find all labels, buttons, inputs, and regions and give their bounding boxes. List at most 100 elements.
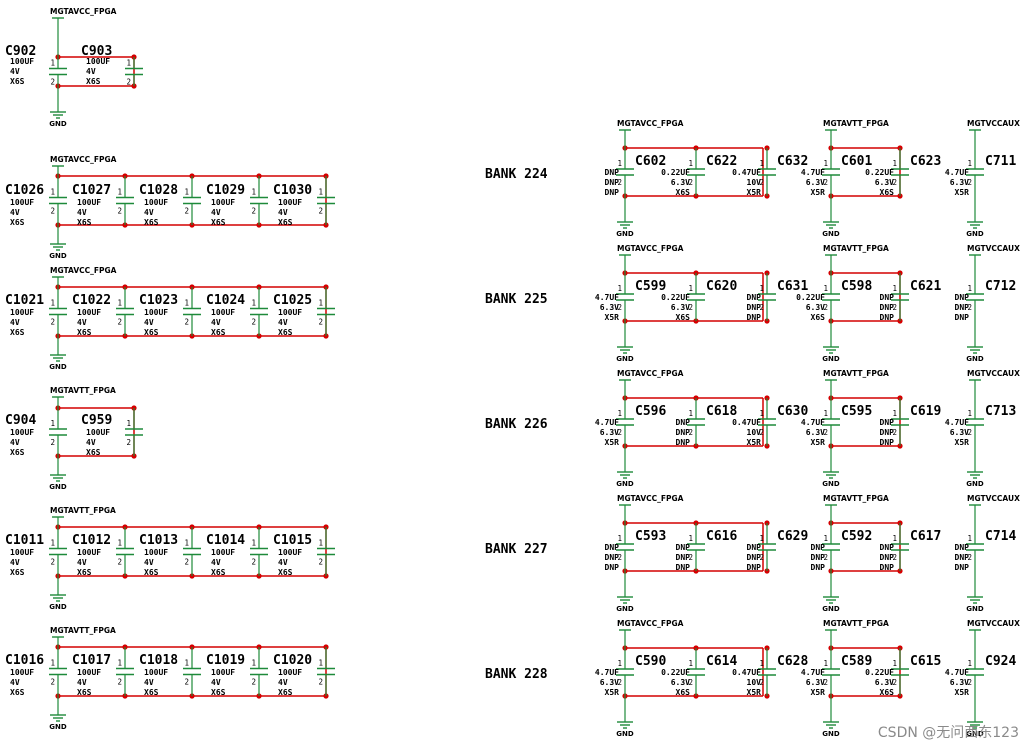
pin-number: 2 (759, 178, 764, 187)
capacitor-value: X6S (144, 328, 159, 337)
pin-number: 2 (967, 678, 972, 687)
capacitor-value: 10V (747, 178, 762, 187)
capacitor-ref: C628 (777, 654, 808, 669)
capacitor-value: DNP (880, 553, 895, 562)
pin-number: 2 (126, 78, 131, 87)
pin-number: 2 (617, 678, 622, 687)
pin-number: 2 (117, 207, 122, 216)
pin-number: 1 (617, 534, 622, 543)
capacitor-value: 100UF (278, 548, 302, 557)
capacitor-ref: C602 (635, 154, 666, 169)
pin-number: 1 (50, 188, 55, 197)
pin-number: 2 (318, 678, 323, 687)
capacitor-value: 100UF (77, 308, 101, 317)
pin-number: 2 (892, 428, 897, 437)
capacitor-value: 4V (211, 678, 221, 687)
pin-number: 1 (318, 539, 323, 548)
capacitor-ref: C601 (841, 154, 872, 169)
capacitor-ref: C632 (777, 154, 808, 169)
capacitor-ref: C590 (635, 654, 666, 669)
pin-number: 1 (759, 534, 764, 543)
capacitor-ref: C924 (985, 654, 1016, 669)
capacitor-value: DNP (880, 313, 895, 322)
capacitor-ref: C1023 (139, 293, 178, 308)
wire-layer (55, 54, 903, 699)
capacitor-value: X6S (86, 77, 101, 86)
pin-number: 1 (967, 534, 972, 543)
capacitor-value: X5R (811, 188, 826, 197)
capacitor-value: 10V (747, 428, 762, 437)
capacitor-value: DNP (605, 168, 620, 177)
capacitor-value: 6.3V (950, 178, 969, 187)
capacitor-value: 0.22UF (796, 293, 825, 302)
capacitor-value: X6S (880, 188, 895, 197)
pin-number: 1 (126, 59, 131, 68)
capacitor-value: X6S (144, 568, 159, 577)
capacitor-ref: C714 (985, 529, 1016, 544)
pin-number: 1 (117, 299, 122, 308)
pin-number: 2 (251, 318, 256, 327)
pin-number: 1 (184, 539, 189, 548)
capacitor-value: X5R (605, 688, 620, 697)
capacitor-value: 0.22UF (661, 668, 690, 677)
ground-label: GND (49, 723, 67, 731)
capacitor-value: X6S (77, 218, 92, 227)
capacitor-value: DNP (955, 563, 970, 572)
pin-number: 2 (759, 303, 764, 312)
ground-label: GND (616, 480, 634, 488)
bank-label: BANK 227 (485, 542, 548, 557)
capacitor-value: DNP (880, 303, 895, 312)
capacitor-value: DNP (955, 293, 970, 302)
pin-number: 2 (318, 318, 323, 327)
capacitor-value: DNP (955, 303, 970, 312)
capacitor-ref: C617 (910, 529, 941, 544)
capacitor-value: 6.3V (875, 678, 894, 687)
capacitor-value: 6.3V (600, 678, 619, 687)
capacitor-ref: C713 (985, 404, 1016, 419)
capacitor-ref: C593 (635, 529, 666, 544)
capacitor-value: 100UF (144, 198, 168, 207)
capacitor-value: 6.3V (600, 303, 619, 312)
capacitor-value: X5R (811, 688, 826, 697)
capacitor-value: 4.7UF (595, 668, 619, 677)
capacitor-ref: C1012 (72, 533, 111, 548)
pin-number: 1 (688, 659, 693, 668)
pin-number: 1 (759, 284, 764, 293)
capacitor-ref: C589 (841, 654, 872, 669)
capacitor-value: 6.3V (950, 678, 969, 687)
capacitor-value: 4V (144, 318, 154, 327)
capacitor-value: DNP (747, 293, 762, 302)
capacitor-value: X6S (676, 688, 691, 697)
pin-number: 2 (184, 558, 189, 567)
capacitor-value: DNP (747, 313, 762, 322)
pin-number: 2 (251, 678, 256, 687)
capacitor-value: 4V (211, 208, 221, 217)
net-label: MGTAVCC_FPGA (617, 494, 684, 503)
capacitor-value: X6S (144, 688, 159, 697)
capacitor-value: 100UF (278, 198, 302, 207)
capacitor-value: X6S (144, 218, 159, 227)
ground-label: GND (822, 730, 840, 738)
capacitor-value: 100UF (211, 198, 235, 207)
pin-number: 1 (823, 159, 828, 168)
capacitor-value: 4V (10, 208, 20, 217)
capacitor-value: 100UF (86, 57, 110, 66)
capacitor-value: DNP (811, 563, 826, 572)
pin-number: 1 (50, 539, 55, 548)
pin-number: 2 (50, 207, 55, 216)
capacitor-ref: C902 (5, 44, 36, 59)
pin-number: 1 (318, 299, 323, 308)
net-label: MGTAVTT_FPGA (823, 494, 889, 503)
ground-label: GND (616, 230, 634, 238)
pin-number: 1 (184, 659, 189, 668)
capacitor-value: 100UF (211, 668, 235, 677)
capacitor-value: 6.3V (671, 178, 690, 187)
pin-number: 1 (50, 59, 55, 68)
pin-number: 1 (967, 284, 972, 293)
capacitor-value: DNP (676, 438, 691, 447)
pin-number: 1 (117, 539, 122, 548)
pin-number: 1 (126, 419, 131, 428)
capacitor-value: 100UF (77, 548, 101, 557)
capacitor-value: 4.7UF (801, 418, 825, 427)
pin-number: 2 (251, 558, 256, 567)
